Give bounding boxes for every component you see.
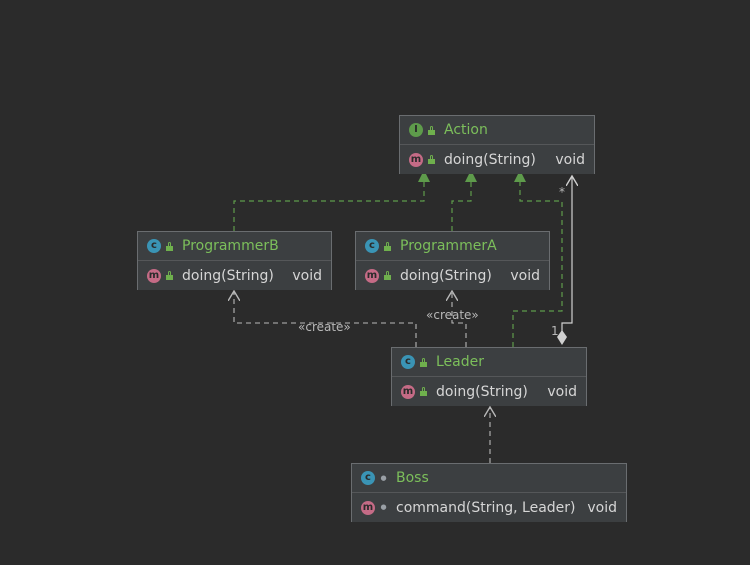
leader-header: c Leader	[392, 348, 586, 377]
programmerb-return-type: void	[292, 267, 322, 284]
public-lock-icon	[165, 241, 174, 251]
composition-diamond-icon	[557, 330, 567, 345]
method-icon: m	[361, 500, 375, 515]
programmerb-class-box: c ProgrammerB m doing(String) void	[137, 231, 332, 290]
leader-method-row: m doing(String) void	[392, 377, 586, 406]
interface-icon: I	[409, 123, 423, 137]
package-private-icon: ●	[380, 473, 387, 482]
dependency-edge-leader-programmera	[452, 291, 467, 347]
programmerb-class-name: ProgrammerB	[182, 238, 279, 254]
dependency-edge-leader-programmerb	[234, 291, 417, 347]
public-lock-icon	[419, 357, 428, 367]
action-method-signature: doing(String)	[444, 151, 536, 168]
association-multiplicity-one: 1	[551, 324, 559, 338]
class-icon: c	[365, 239, 379, 253]
action-interface-box: I Action m doing(String) void	[399, 115, 595, 174]
public-lock-icon	[383, 241, 392, 251]
method-icon: m	[365, 268, 379, 283]
programmera-class-name: ProgrammerA	[400, 238, 497, 254]
programmera-method-signature: doing(String)	[400, 267, 492, 284]
realization-edge-programmerb-action	[233, 170, 430, 231]
method-icon: m	[401, 384, 415, 399]
public-lock-icon	[427, 155, 436, 164]
class-icon: c	[361, 471, 375, 485]
class-icon: c	[147, 239, 161, 253]
action-class-name: Action	[444, 122, 488, 138]
public-lock-icon	[165, 271, 174, 280]
realization-edge-programmera-action	[451, 170, 477, 231]
boss-class-name: Boss	[396, 470, 429, 486]
leader-method-signature: doing(String)	[436, 383, 528, 400]
action-method-row: m doing(String) void	[400, 145, 594, 174]
leader-class-box: c Leader m doing(String) void	[391, 347, 587, 406]
leader-return-type: void	[547, 383, 577, 400]
action-header: I Action	[400, 116, 594, 145]
public-lock-icon	[383, 271, 392, 280]
programmera-header: c ProgrammerA	[356, 232, 549, 261]
method-icon: m	[409, 152, 423, 167]
programmerb-method-row: m doing(String) void	[138, 261, 331, 290]
programmera-method-row: m doing(String) void	[356, 261, 549, 290]
programmera-class-box: c ProgrammerA m doing(String) void	[355, 231, 550, 290]
public-lock-icon	[427, 125, 436, 135]
dependency-label-create-a: «create»	[426, 308, 479, 322]
method-icon: m	[147, 268, 161, 283]
class-icon: c	[401, 355, 415, 369]
realization-edge-leader-action	[512, 170, 563, 347]
boss-class-box: c ● Boss m ● command(String, Leader) voi…	[351, 463, 627, 522]
boss-header: c ● Boss	[352, 464, 626, 493]
boss-return-type: void	[587, 499, 617, 516]
aggregation-edge-leader-action	[561, 176, 572, 333]
package-private-icon: ●	[380, 503, 387, 511]
programmera-return-type: void	[510, 267, 540, 284]
association-multiplicity-many: *	[559, 185, 565, 199]
boss-method-row: m ● command(String, Leader) void	[352, 493, 626, 522]
action-return-type: void	[555, 151, 585, 168]
programmerb-header: c ProgrammerB	[138, 232, 331, 261]
leader-class-name: Leader	[436, 354, 485, 370]
public-lock-icon	[419, 387, 428, 396]
boss-method-signature: command(String, Leader)	[396, 499, 576, 516]
programmerb-method-signature: doing(String)	[182, 267, 274, 284]
dependency-label-create-b: «create»	[298, 320, 351, 334]
